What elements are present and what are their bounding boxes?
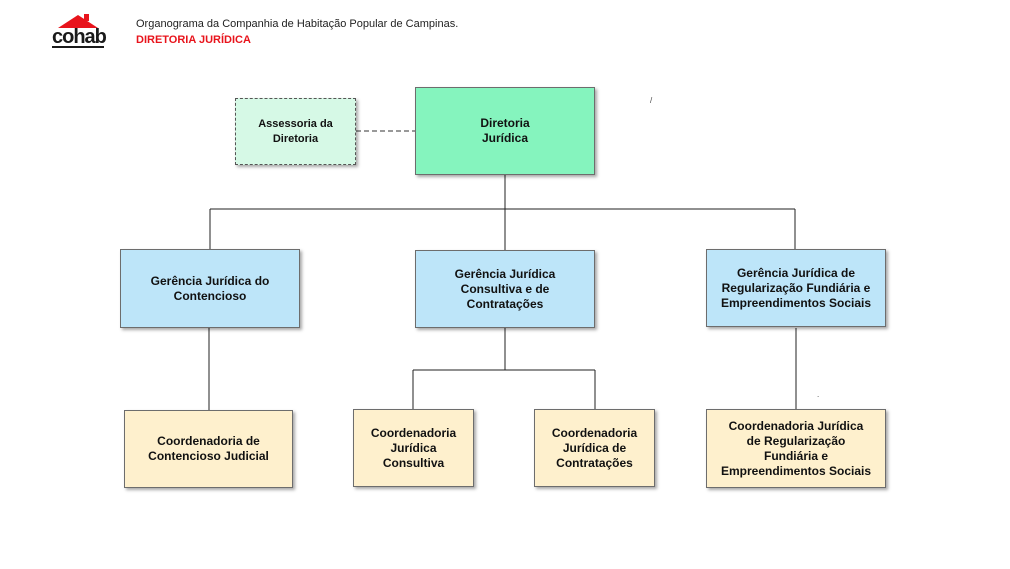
node-label: Gerência Jurídica de Regularização Fundi…: [720, 265, 872, 310]
stray-mark: /: [650, 96, 653, 105]
node-label: Coordenadoria de Contencioso Judicial: [148, 434, 269, 463]
cohab-logo: cohab: [50, 14, 108, 48]
node-coord-contencioso: Coordenadoria de Contencioso Judicial: [124, 410, 293, 488]
node-coord-regularizacao: Coordenadoria Jurídica de Regularização …: [706, 409, 886, 488]
page-title: Organograma da Companhia de Habitação Po…: [136, 18, 459, 30]
node-label: Gerência Jurídica Consultiva e de Contra…: [454, 266, 556, 311]
house-roof-icon: [58, 14, 98, 28]
node-label: Diretoria Jurídica: [480, 116, 530, 145]
logo-text: cohab: [52, 26, 107, 48]
node-label: Coordenadoria Jurídica de Contratações: [551, 425, 638, 470]
node-assessoria-diretoria: Assessoria da Diretoria: [235, 98, 356, 165]
node-gerencia-contencioso: Gerência Jurídica do Contencioso: [120, 249, 300, 328]
node-label: Coordenadoria Jurídica Consultiva: [370, 425, 457, 470]
node-coord-contratacoes: Coordenadoria Jurídica de Contratações: [534, 409, 655, 487]
node-diretoria-juridica: Diretoria Jurídica: [415, 87, 595, 175]
node-label: Coordenadoria Jurídica de Regularização …: [720, 418, 872, 478]
page-subtitle: DIRETORIA JURÍDICA: [136, 34, 251, 46]
node-coord-consultiva: Coordenadoria Jurídica Consultiva: [353, 409, 474, 487]
stray-mark: .: [817, 390, 820, 399]
node-label: Assessoria da Diretoria: [258, 117, 333, 145]
node-label: Gerência Jurídica do Contencioso: [150, 273, 270, 303]
node-gerencia-consultiva: Gerência Jurídica Consultiva e de Contra…: [415, 250, 595, 328]
logo-underline: [52, 46, 104, 48]
node-gerencia-regularizacao: Gerência Jurídica de Regularização Fundi…: [706, 249, 886, 327]
